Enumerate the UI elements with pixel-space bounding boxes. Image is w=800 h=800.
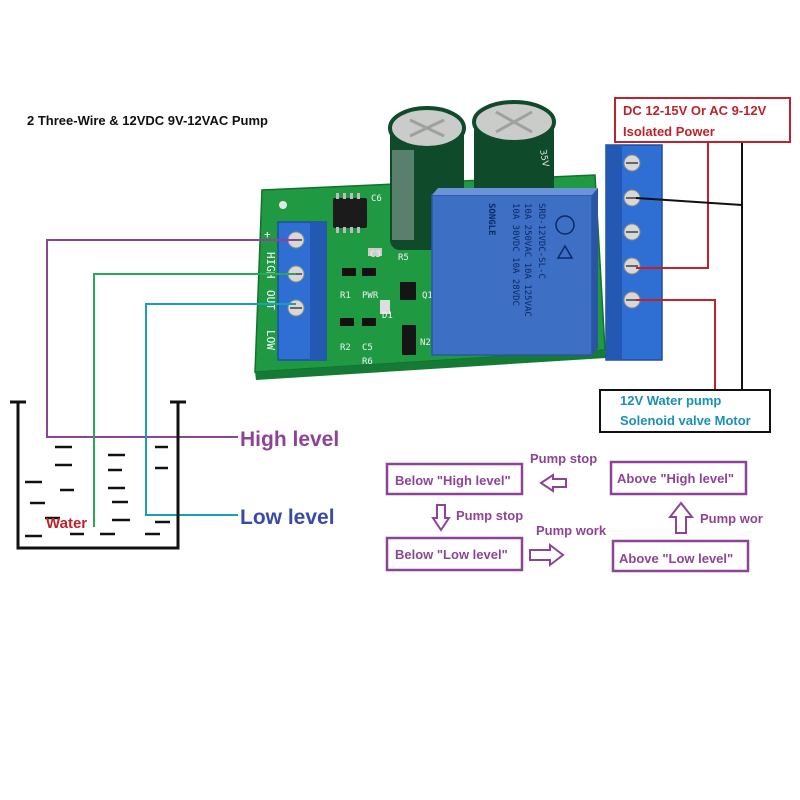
- relay-cert-icon: [555, 215, 575, 235]
- pump-logic-flow: Below "High level" Above "High level" Be…: [385, 451, 763, 573]
- terminal-mark-minus: -: [264, 266, 271, 279]
- relay-rating-dc: 10A 30VDC 10A 28VDC: [510, 203, 520, 306]
- flow-box-above-low: [611, 539, 750, 573]
- water-label: Water: [46, 515, 87, 532]
- high-level-label: High level: [240, 428, 339, 451]
- silk-r2: R2: [340, 343, 351, 353]
- wire-high-level: [46, 239, 296, 438]
- silk-r6: R6: [362, 357, 373, 367]
- diagram-title: 2 Three-Wire & 12VDC 9V-12VAC Pump: [27, 113, 268, 128]
- power-wiring: [635, 140, 743, 390]
- flow-box-below-high: [385, 462, 524, 496]
- terminal-label-com: COM: [662, 298, 675, 318]
- tank-walls: [16, 402, 180, 550]
- silk-d1: D1: [382, 311, 393, 321]
- terminal-mark-plus: +: [264, 228, 271, 241]
- flow-text-below-high: Below "High level": [395, 473, 511, 488]
- wire-power-red: [636, 140, 709, 269]
- wire-common: [93, 273, 296, 527]
- smd-components: [340, 248, 416, 355]
- terminal-label-high: HIGH: [264, 252, 277, 279]
- relay-rating-ac: 10A 250VAC 10A 125VAC: [522, 203, 532, 317]
- sensor-wiring: [46, 239, 296, 527]
- ic-chip: [333, 193, 367, 233]
- terminal-label-out: OUT: [264, 290, 277, 310]
- arrow-right-icon: [529, 542, 565, 568]
- flow-text-below-low: Below "Low level": [395, 547, 508, 562]
- relay-brand: SONGLE: [486, 203, 496, 236]
- flow-label-pump-stop-side: Pump stop: [456, 508, 523, 523]
- left-terminal-block: HIGH OUT LOW + -: [264, 221, 327, 361]
- flow-text-above-low: Above "Low level": [619, 551, 733, 566]
- terminal-label-low: LOW: [264, 330, 277, 350]
- pump-line-2: Solenoid valve Motor: [620, 413, 751, 428]
- pcb-edge: [255, 350, 606, 380]
- silk-c3: C3: [370, 250, 381, 260]
- power-line-2: Isolated Power: [623, 124, 715, 139]
- pump-line-1: 12V Water pump: [620, 393, 721, 408]
- water-tank: Water: [10, 400, 186, 550]
- power-line-1: DC 12-15V Or AC 9-12V: [623, 103, 767, 118]
- arrow-up-icon: [667, 501, 695, 534]
- flow-label-pump-stop-top: Pump stop: [530, 451, 597, 466]
- relay-warning-icon: [556, 244, 574, 259]
- terminal-label-no: NO: [662, 341, 675, 354]
- flow-label-pump-work-side: Pump wor: [700, 511, 763, 526]
- silk-r5: R5: [398, 253, 409, 263]
- silk-pwr: PWR: [362, 291, 379, 301]
- water-surface-dashes: [25, 445, 170, 538]
- wire-pump-red: [636, 299, 716, 390]
- controller-board: C6 C3 R5 PWR R1 R2 C5 R6 Q1 D1 N2 35V: [254, 100, 675, 380]
- silk-n2: N2: [420, 338, 431, 348]
- relay: SRD-12VDC-SL-C 10A 250VAC 10A 125VAC 10A…: [431, 188, 598, 356]
- pump-box: 12V Water pump Solenoid valve Motor: [599, 389, 771, 433]
- silk-c5: C5: [362, 343, 373, 353]
- wire-low-level: [145, 303, 296, 516]
- silk-r1: R1: [340, 291, 351, 301]
- flow-label-pump-work-bottom: Pump work: [536, 523, 607, 538]
- power-supply-box: DC 12-15V Or AC 9-12V Isolated Power: [614, 97, 791, 143]
- capacitor-right: 35V: [472, 100, 556, 202]
- flow-box-below-low: [385, 536, 524, 572]
- arrow-down-icon: [431, 504, 451, 532]
- silk-c6: C6: [371, 194, 382, 204]
- right-terminal-block: IN+ IN- NC COM NO: [605, 144, 675, 361]
- low-level-label: Low level: [240, 506, 335, 529]
- flow-text-above-high: Above "High level": [617, 471, 734, 486]
- terminal-label-in-minus: IN-: [662, 220, 675, 240]
- flow-box-above-high: [609, 460, 748, 496]
- wire-power-black-branch: [635, 197, 743, 206]
- silk-q1: Q1: [422, 291, 433, 301]
- capacitor-voltage: 35V: [537, 149, 550, 169]
- arrow-left-icon: [539, 473, 567, 493]
- terminal-label-in-plus: IN+: [662, 180, 675, 200]
- relay-model: SRD-12VDC-SL-C: [536, 203, 546, 279]
- pcb-hole: [279, 201, 287, 209]
